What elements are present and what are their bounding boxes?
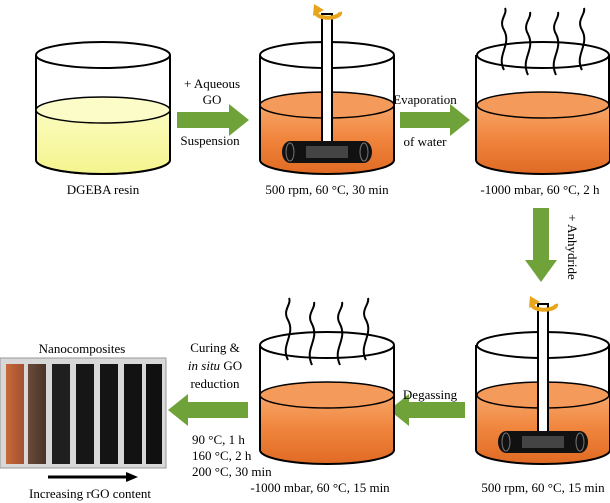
arrow1-label-line2: GO bbox=[203, 92, 222, 107]
sample-strip bbox=[52, 364, 70, 464]
arrow1-label-line3: Suspension bbox=[180, 133, 240, 148]
curing-condition-3: 200 °C, 30 min bbox=[192, 464, 272, 479]
beaker-stirring-1 bbox=[259, 4, 395, 175]
sample-strip bbox=[124, 364, 142, 464]
beaker2-caption: 500 rpm, 60 °C, 30 min bbox=[265, 182, 389, 197]
sample-strip bbox=[76, 364, 94, 464]
beaker5-caption: -1000 mbar, 60 °C, 15 min bbox=[250, 480, 390, 495]
rotation-arrow-icon bbox=[529, 296, 559, 312]
curing-condition-2: 160 °C, 2 h bbox=[192, 448, 252, 463]
arrow5-label-line1: Curing & bbox=[190, 340, 239, 355]
arrow-add-anhydride bbox=[525, 208, 557, 282]
beaker4-caption: 500 rpm, 60 °C, 15 min bbox=[481, 480, 605, 495]
stirrer-icon bbox=[282, 13, 372, 163]
sample-strip bbox=[28, 364, 46, 464]
trend-arrow bbox=[48, 472, 138, 482]
beaker-dgeba-resin bbox=[35, 41, 171, 175]
vacuum-bubble-icon bbox=[284, 297, 370, 366]
arrow1-label-line1: + Aqueous bbox=[184, 76, 240, 91]
photo-title: Nanocomposites bbox=[39, 341, 126, 356]
arrow5-label-line2: in situ GO bbox=[188, 358, 242, 373]
beaker-vacuum-2 bbox=[259, 297, 395, 465]
arrow-curing bbox=[168, 394, 248, 426]
arrow5-label-line3: reduction bbox=[190, 376, 240, 391]
sample-strip bbox=[100, 364, 118, 464]
beaker-stirring-2 bbox=[475, 296, 610, 465]
sample-strip bbox=[146, 364, 162, 464]
vacuum-bubble-icon bbox=[500, 7, 586, 76]
curing-condition-1: 90 °C, 1 h bbox=[192, 432, 245, 447]
rotation-arrow-icon bbox=[313, 4, 343, 20]
beaker3-caption: -1000 mbar, 60 °C, 2 h bbox=[480, 182, 600, 197]
arrow2-label-line1: Evaporation bbox=[393, 92, 457, 107]
arrow4-label: Degassing bbox=[403, 387, 458, 402]
sample-strip bbox=[6, 364, 24, 464]
trend-label: Increasing rGO content bbox=[29, 486, 151, 501]
arrow5-label-rest: GO bbox=[220, 358, 242, 373]
arrow-add-go bbox=[177, 104, 249, 136]
stirrer-icon bbox=[498, 303, 588, 453]
arrow-degassing bbox=[389, 394, 465, 426]
arrow5-label-italic: in situ bbox=[188, 358, 221, 373]
arrow3-label: + Anhydride bbox=[565, 214, 580, 280]
arrow-evaporation bbox=[400, 104, 470, 136]
nanocomposites-photo bbox=[0, 357, 167, 469]
beaker-vacuum-1 bbox=[475, 7, 610, 175]
beaker1-caption: DGEBA resin bbox=[67, 182, 140, 197]
arrow2-label-line2: of water bbox=[404, 134, 448, 149]
